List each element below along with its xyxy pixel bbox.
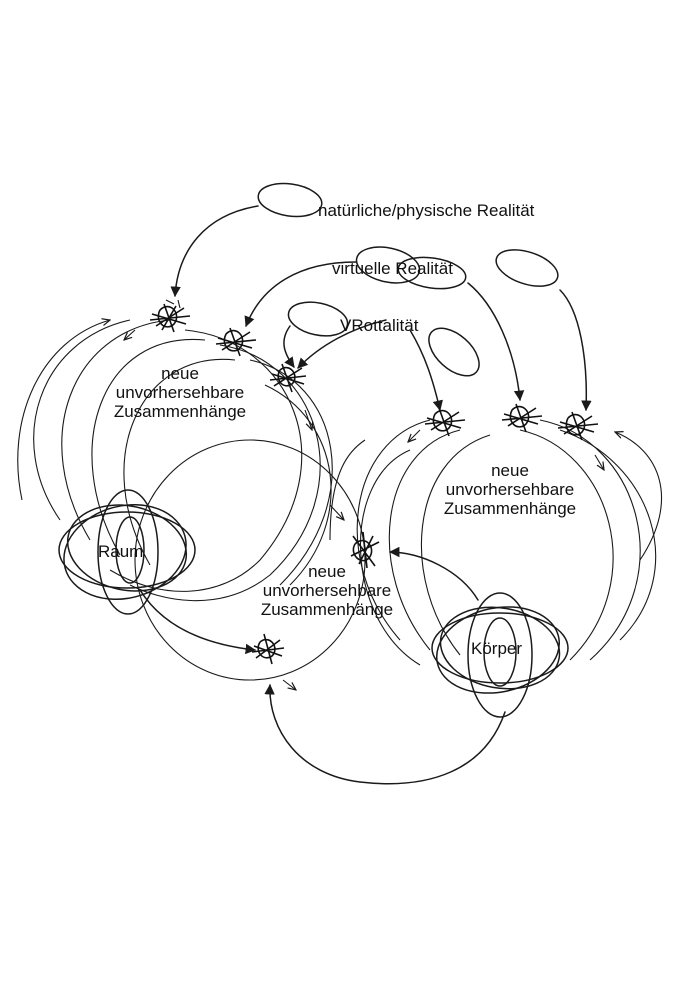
natural-reality-ellipse [257,182,323,218]
cluster-label-right: neue unvorhersehbare Zusammenhänge [444,461,576,518]
virtual-reality-ellipse-b [397,256,467,290]
natural-reality-label: natürliche/physische Realität [318,201,535,220]
koerper-label: Körper [471,639,522,658]
cluster-label-line: Zusammenhänge [444,499,576,518]
virtual-reality-ellipse-c [495,249,559,287]
virtual-reality-ellipse-a [355,246,421,284]
vr-totality-label: VRottalität [340,316,419,335]
vr-totality-ellipse-b [428,327,480,377]
cluster-label-line: unvorhersehbare [263,581,392,600]
koerper-ellipses [431,592,569,718]
cluster-label-line: Zusammenhänge [261,600,393,619]
source-ellipses [257,182,559,377]
cluster-label-line: unvorhersehbare [116,383,245,402]
right-cluster-circles [356,419,663,666]
scribble-node [269,363,307,393]
source-arrows [170,205,592,412]
cluster-label-left: neue unvorhersehbare Zusammenhänge [114,364,246,421]
connecting-arrows [124,329,604,785]
vr-totality-ellipse-a [287,301,349,337]
scribble-node [501,403,543,433]
cluster-label-line: Zusammenhänge [114,402,246,421]
cluster-label-line: neue [308,562,346,581]
scribble-nodes [149,299,599,665]
left-cluster-circles [17,320,333,602]
scribble-node [251,633,285,665]
raum-ellipses [58,489,196,615]
cluster-label-line: neue [161,364,199,383]
scribble-node [424,407,466,437]
cluster-label-line: unvorhersehbare [446,480,575,499]
scribble-node [350,531,380,569]
scribble-node [557,411,599,441]
virtual-reality-label: virtuelle Realität [332,259,453,278]
scribble-node [149,299,191,333]
cluster-label-center: neue unvorhersehbare Zusammenhänge [261,562,393,619]
scribble-node [215,327,257,357]
raum-label: Raum [98,542,143,561]
cluster-label-line: neue [491,461,529,480]
